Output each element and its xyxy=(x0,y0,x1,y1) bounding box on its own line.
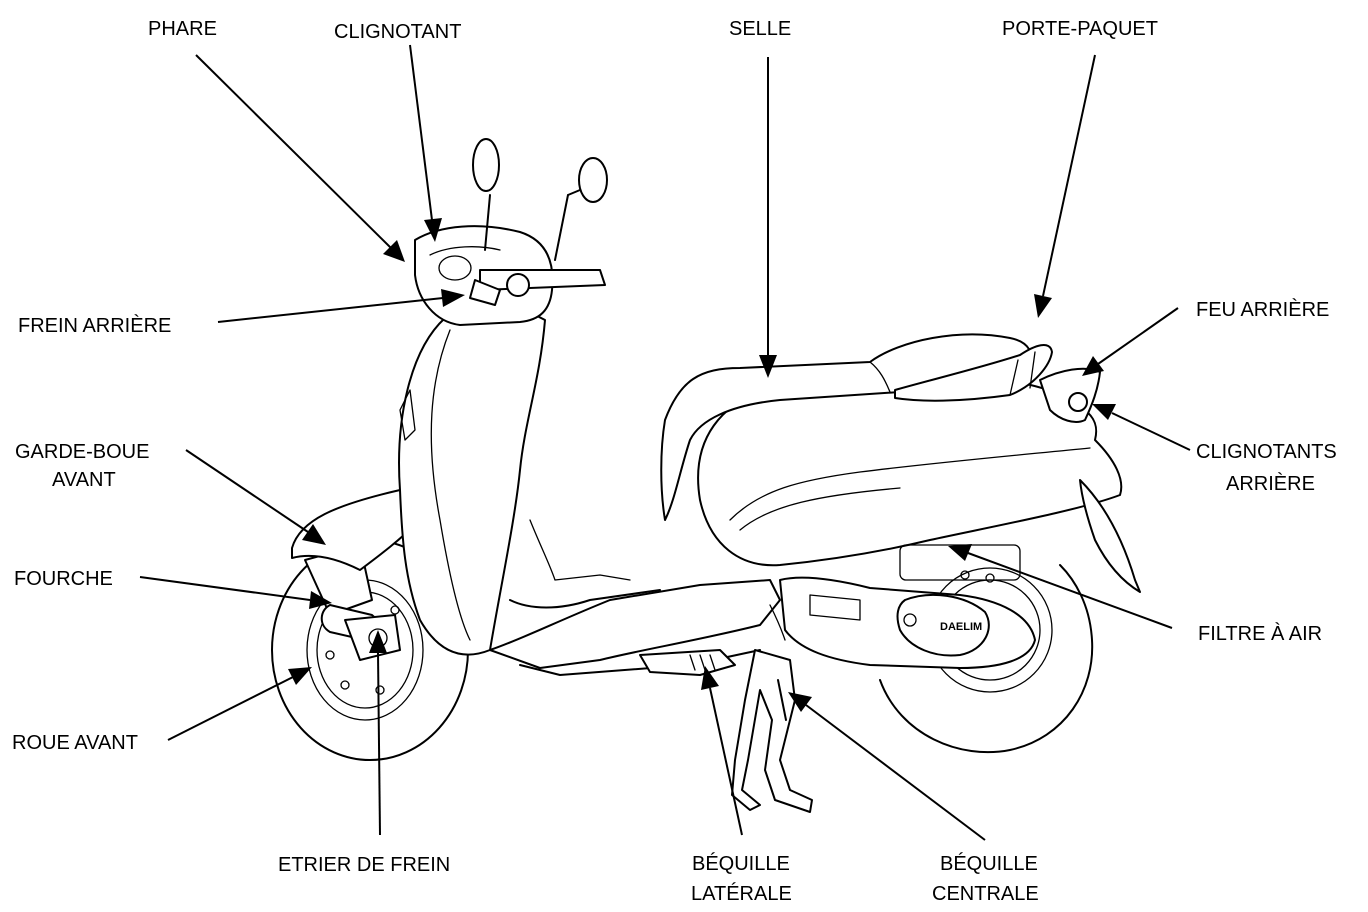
label-filtre-a-air: FILTRE À AIR xyxy=(1198,622,1322,645)
label-phare: PHARE xyxy=(148,18,217,40)
engine-case: DAELIM xyxy=(769,544,1036,669)
front-fender xyxy=(291,489,421,571)
brand-logo-text: DAELIM xyxy=(940,621,982,633)
centre-stand xyxy=(731,649,813,813)
label-porte-paquet: PORTE-PAQUET xyxy=(1002,18,1158,40)
label-bequille-centrale-line2: CENTRALE xyxy=(932,883,1039,905)
label-feu-arriere: FEU ARRIÈRE xyxy=(1196,298,1329,321)
leader-lines xyxy=(139,44,1191,841)
label-frein-arriere: FREIN ARRIÈRE xyxy=(18,314,171,337)
label-fourche: FOURCHE xyxy=(14,568,113,590)
rear-indicator xyxy=(1068,392,1088,412)
label-garde-boue-line1: GARDE-BOUE xyxy=(15,441,149,463)
rear-mudguard xyxy=(1079,479,1141,593)
scooter-illustration: DAELIM xyxy=(271,138,1141,813)
label-bequille-centrale-line1: BÉQUILLE xyxy=(940,852,1038,875)
label-clignotants-arriere-line1: CLIGNOTANTS xyxy=(1196,441,1337,463)
label-etrier-de-frein: ETRIER DE FREIN xyxy=(278,854,450,876)
label-clignotants-arriere-line2: ARRIÈRE xyxy=(1226,472,1315,495)
label-selle: SELLE xyxy=(729,18,791,40)
side-stand xyxy=(639,649,736,676)
rear-rack xyxy=(894,344,1053,402)
floorboard xyxy=(489,579,781,669)
label-clignotant: CLIGNOTANT xyxy=(334,21,461,43)
label-bequille-laterale-line1: BÉQUILLE xyxy=(692,852,790,875)
label-garde-boue-line2: AVANT xyxy=(52,469,116,491)
label-bequille-laterale-line2: LATÉRALE xyxy=(691,882,792,905)
callout-labels: PHARE CLIGNOTANT SELLE PORTE-PAQUET FREI… xyxy=(12,18,1337,905)
front-leg-shield xyxy=(398,303,546,656)
label-roue-avant: ROUE AVANT xyxy=(12,732,138,754)
